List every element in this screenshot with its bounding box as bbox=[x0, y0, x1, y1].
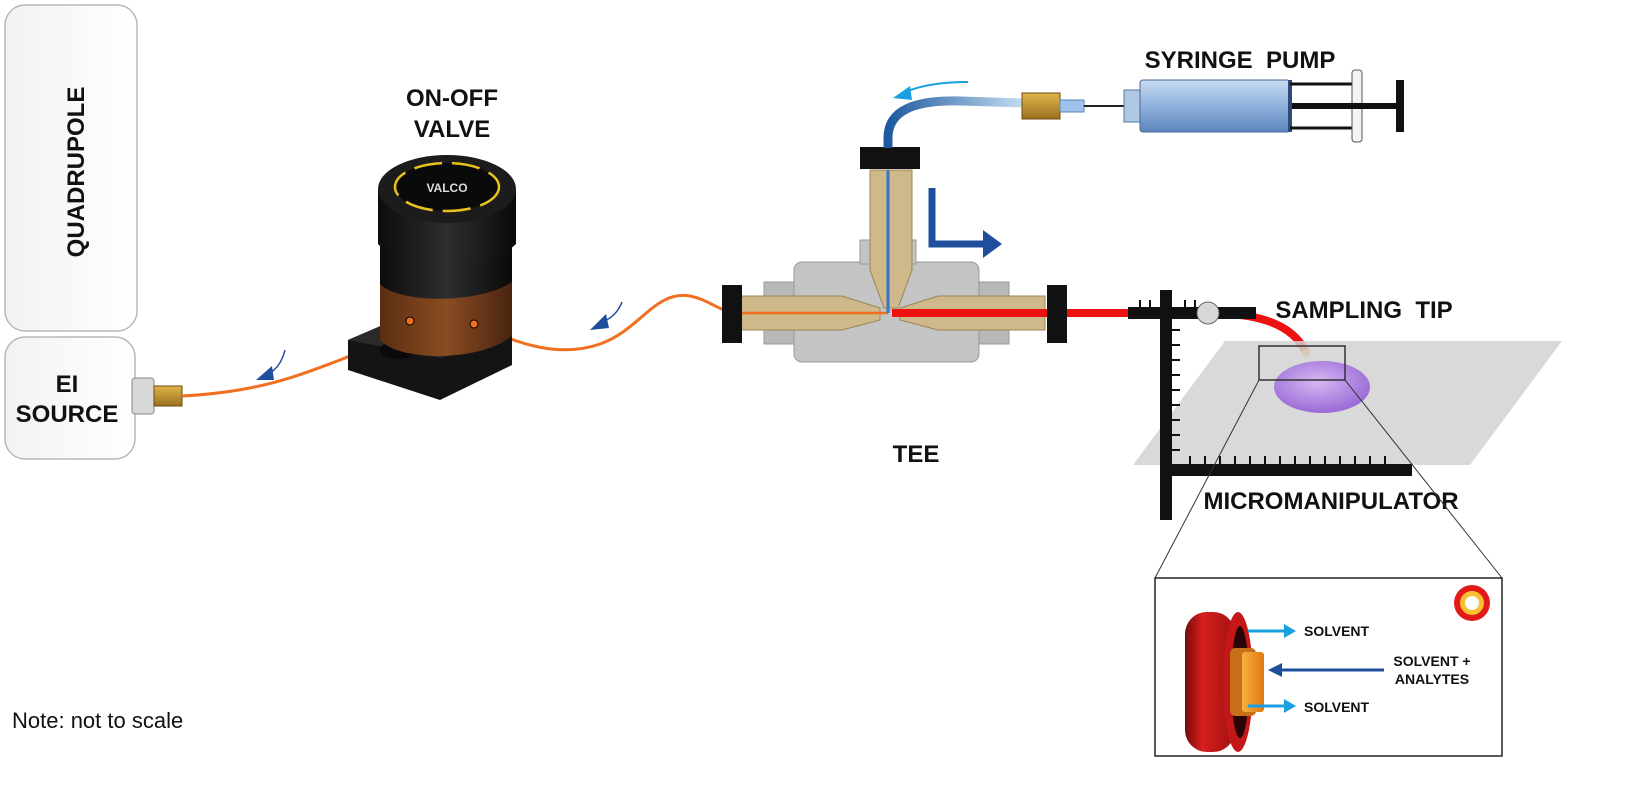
valve-label-line1: ON-OFF bbox=[406, 85, 498, 112]
syringe-barrel bbox=[1139, 79, 1291, 133]
flow-arrow-valve-tee bbox=[590, 301, 623, 330]
tee-top-nut bbox=[860, 147, 920, 169]
sample-spot bbox=[1274, 361, 1370, 413]
valve-body bbox=[380, 280, 512, 357]
micromanipulator-label: MICROMANIPULATOR bbox=[1203, 488, 1458, 515]
inset-solvent-analytes-line2: ANALYTES bbox=[1395, 671, 1469, 687]
solvent-out-arrow-top bbox=[1248, 624, 1296, 638]
inset-solvent-analytes-line1: SOLVENT + bbox=[1393, 653, 1470, 669]
on-off-valve: ON-OFF VALVE VALCO bbox=[348, 85, 516, 400]
syringe-pump-label: SYRINGE PUMP bbox=[1145, 47, 1336, 74]
ei-source-label-line2: SOURCE bbox=[16, 401, 119, 428]
ei-source-brass-nut bbox=[153, 385, 183, 407]
ei-source-label-line1: EI bbox=[56, 371, 79, 398]
tee-left-nut bbox=[722, 285, 742, 343]
quadrupole: QUADRUPOLE bbox=[4, 4, 138, 332]
sampling-zoom-box bbox=[1258, 345, 1346, 381]
flow-direction-arrow bbox=[928, 188, 1002, 258]
inset-solvent-top: SOLVENT bbox=[1304, 623, 1370, 639]
inset-solvent-bottom: SOLVENT bbox=[1304, 699, 1370, 715]
syringe-pump: SYRINGE PUMP bbox=[883, 47, 1404, 148]
capillary-valve-to-tee bbox=[473, 293, 741, 352]
tee: TEE bbox=[722, 147, 1067, 468]
sampling-tip-label: SAMPLING TIP bbox=[1275, 297, 1452, 324]
solvent-tube bbox=[883, 96, 1025, 148]
micromanipulator bbox=[1128, 290, 1412, 520]
micromanipulator-ball-joint bbox=[1196, 301, 1220, 325]
solvent-flow-arrow bbox=[893, 81, 969, 100]
solvent-out-arrow-bottom bbox=[1248, 699, 1296, 713]
valve-brand-text: VALCO bbox=[426, 181, 467, 195]
capillary-cross-section-icon bbox=[1454, 585, 1490, 621]
ei-source: EI SOURCE bbox=[4, 336, 183, 460]
syringe-brass-nut bbox=[1021, 92, 1061, 120]
flow-arrow-ei bbox=[256, 349, 286, 380]
scale-note: Note: not to scale bbox=[12, 708, 183, 733]
tee-right-nut bbox=[1047, 285, 1067, 343]
tee-label: TEE bbox=[893, 441, 940, 468]
quadrupole-label: QUADRUPOLE bbox=[63, 87, 90, 258]
ei-source-fitting bbox=[131, 377, 155, 415]
sampling-tip-inset: SOLVENT SOLVENT SOLVENT + ANALYTES bbox=[1154, 577, 1503, 757]
valve-label-line2: VALVE bbox=[414, 116, 490, 143]
analytes-in-arrow bbox=[1268, 663, 1384, 677]
